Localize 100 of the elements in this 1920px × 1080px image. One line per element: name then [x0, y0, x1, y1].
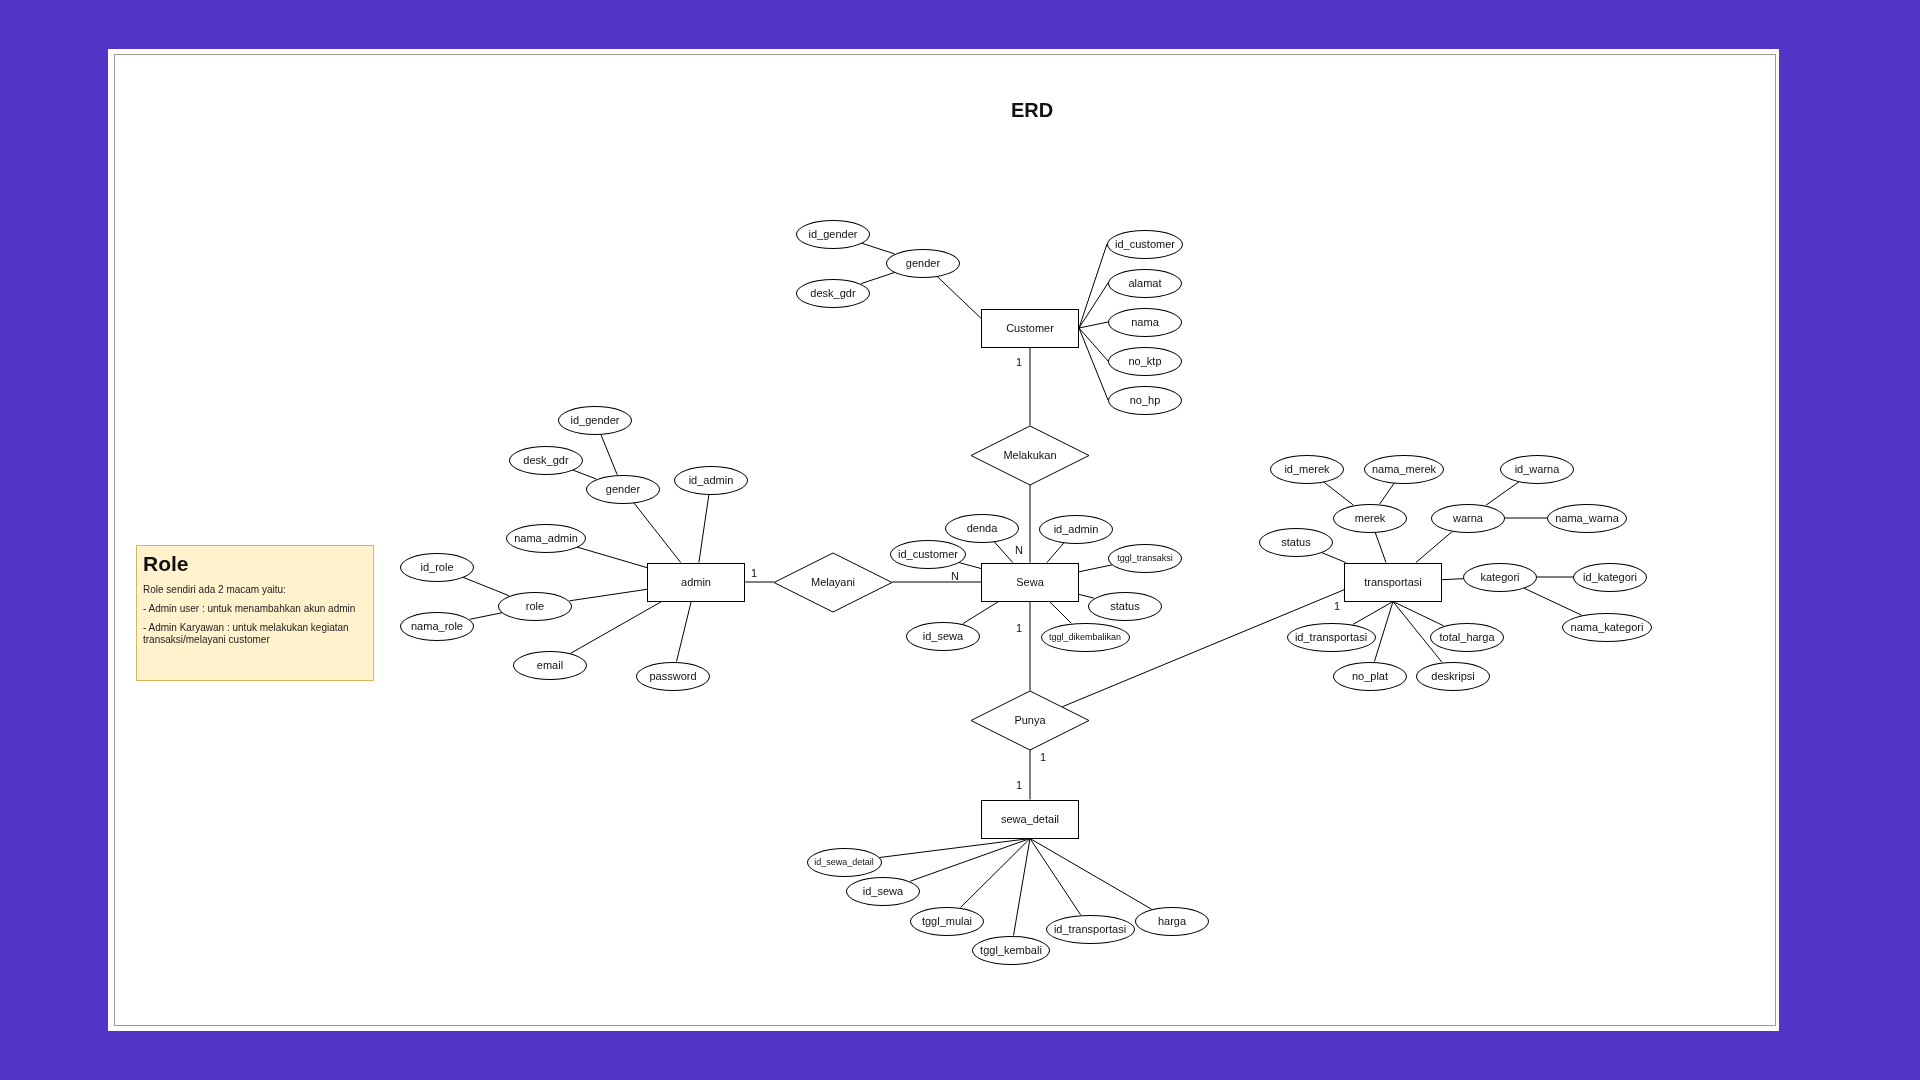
cardinality-label: 1 — [1016, 622, 1023, 634]
connector-line — [469, 612, 503, 620]
connector-line — [570, 601, 663, 654]
relationship-diamond — [971, 690, 1089, 750]
attribute-name: id_gender — [808, 227, 858, 241]
cardinality-label: 1 — [1016, 356, 1023, 368]
connector-line — [1078, 327, 1109, 401]
attribute-name: id_transportasi — [1053, 922, 1127, 936]
connector-line — [676, 601, 692, 663]
attribute-name: gender — [905, 256, 941, 270]
cardinality-label: N — [951, 570, 959, 582]
attribute-name: nama_merek — [1371, 462, 1437, 476]
attribute-name: role — [525, 599, 545, 613]
connector-line — [1078, 327, 1109, 362]
attribute-name: id_sewa — [862, 884, 904, 898]
connector-line — [1392, 601, 1443, 663]
entity-box — [647, 562, 745, 602]
attribute-name: nama_role — [411, 619, 463, 633]
attribute-name: warna — [1453, 511, 1483, 525]
attribute-name: nama — [1131, 315, 1159, 329]
cardinality-label: 1 — [1334, 600, 1341, 612]
attribute-name: kategori — [1480, 570, 1520, 584]
connector-line — [1323, 481, 1354, 506]
connector-line — [576, 546, 648, 569]
note-text: - Admin Karyawan : untuk melakukan kegiatan transaksi/melayani customer — [143, 622, 350, 646]
connector-line — [1321, 552, 1347, 563]
connector-line — [1046, 542, 1065, 563]
relationship-diamond — [774, 552, 892, 612]
attribute-name: tggl_kembali — [980, 943, 1042, 957]
attribute-name: nama_kategori — [1570, 620, 1644, 634]
connector-line — [1379, 482, 1395, 505]
connector-line — [1485, 481, 1520, 506]
connector-line — [572, 469, 597, 480]
entity-name: transportasi — [1364, 575, 1422, 589]
attribute-name: id_gender — [570, 413, 620, 427]
relationship-name: Melakukan — [1003, 448, 1057, 462]
entity-name: admin — [681, 575, 711, 589]
connector-line — [936, 275, 982, 319]
connector-line — [1049, 601, 1072, 624]
attribute-name: tggl_mulai — [921, 914, 973, 928]
attribute-name: nama_admin — [514, 531, 578, 545]
connector-line — [1392, 601, 1445, 627]
attribute-name: id_admin — [1053, 522, 1099, 536]
connector-line — [744, 581, 775, 583]
connector-line — [1062, 589, 1345, 708]
connector-line — [462, 576, 510, 597]
entity-box — [981, 308, 1079, 348]
connector-line — [1078, 243, 1108, 329]
cardinality-label: N — [1015, 544, 1023, 556]
connector-line — [698, 494, 710, 563]
connector-line — [633, 502, 682, 563]
note-text: - Admin user : untuk menambahkan akun admin — [143, 603, 357, 615]
connector-line — [1374, 531, 1387, 563]
entity-box — [981, 799, 1079, 839]
attribute-name: tggl_dikembalikan — [1048, 631, 1121, 643]
connector-line — [993, 541, 1014, 563]
connector-line — [569, 588, 648, 602]
note-text: Role sendiri ada 2 macam yaitu: — [143, 584, 287, 596]
attribute-name: status — [1110, 599, 1140, 613]
attribute-name: id_warna — [1514, 462, 1560, 476]
cardinality-label: 1 — [1016, 779, 1023, 791]
attribute-name: status — [1281, 535, 1311, 549]
connector-line — [1504, 517, 1548, 519]
attribute-name: id_sewa — [922, 629, 964, 643]
connector-line — [1029, 347, 1031, 426]
cardinality-label: 1 — [751, 567, 758, 579]
relationship-diamond — [971, 425, 1089, 485]
connector-line — [1373, 601, 1394, 663]
relationship-name: Punya — [1014, 713, 1046, 727]
attribute-name: total_harga — [1439, 630, 1495, 644]
attribute-name: merek — [1354, 511, 1386, 525]
connector-line — [1029, 484, 1031, 563]
attribute-name: id_role — [420, 560, 454, 574]
diagram-title: ERD — [1011, 98, 1054, 122]
connector-line — [860, 271, 896, 285]
connector-line — [1013, 838, 1031, 936]
connector-line — [1441, 578, 1464, 581]
attribute-name: desk_gdr — [523, 453, 569, 467]
connector-line — [960, 838, 1031, 908]
connector-line — [958, 562, 982, 569]
attribute-name: deskripsi — [1431, 669, 1475, 683]
connector-line — [1029, 838, 1152, 910]
attribute-name: id_admin — [688, 473, 734, 487]
attribute-name: desk_gdr — [810, 286, 856, 300]
connector-line — [1078, 321, 1109, 329]
attribute-name: email — [536, 658, 564, 672]
connector-line — [1029, 749, 1031, 800]
entity-name: Sewa — [1016, 575, 1044, 589]
connector-line — [1415, 530, 1454, 563]
note-box — [136, 545, 374, 681]
attribute-name: nama_warna — [1555, 511, 1619, 525]
attribute-name: id_customer — [898, 547, 958, 561]
connector-line — [1078, 564, 1113, 573]
attribute-name: no_ktp — [1128, 354, 1162, 368]
entity-name: Customer — [1006, 321, 1054, 335]
attribute-name: harga — [1157, 914, 1187, 928]
attribute-name: password — [649, 669, 697, 683]
connector-line — [1523, 587, 1582, 616]
attribute-name: tggl_transaksi — [1117, 552, 1173, 564]
attribute-name: id_transportasi — [1294, 630, 1368, 644]
